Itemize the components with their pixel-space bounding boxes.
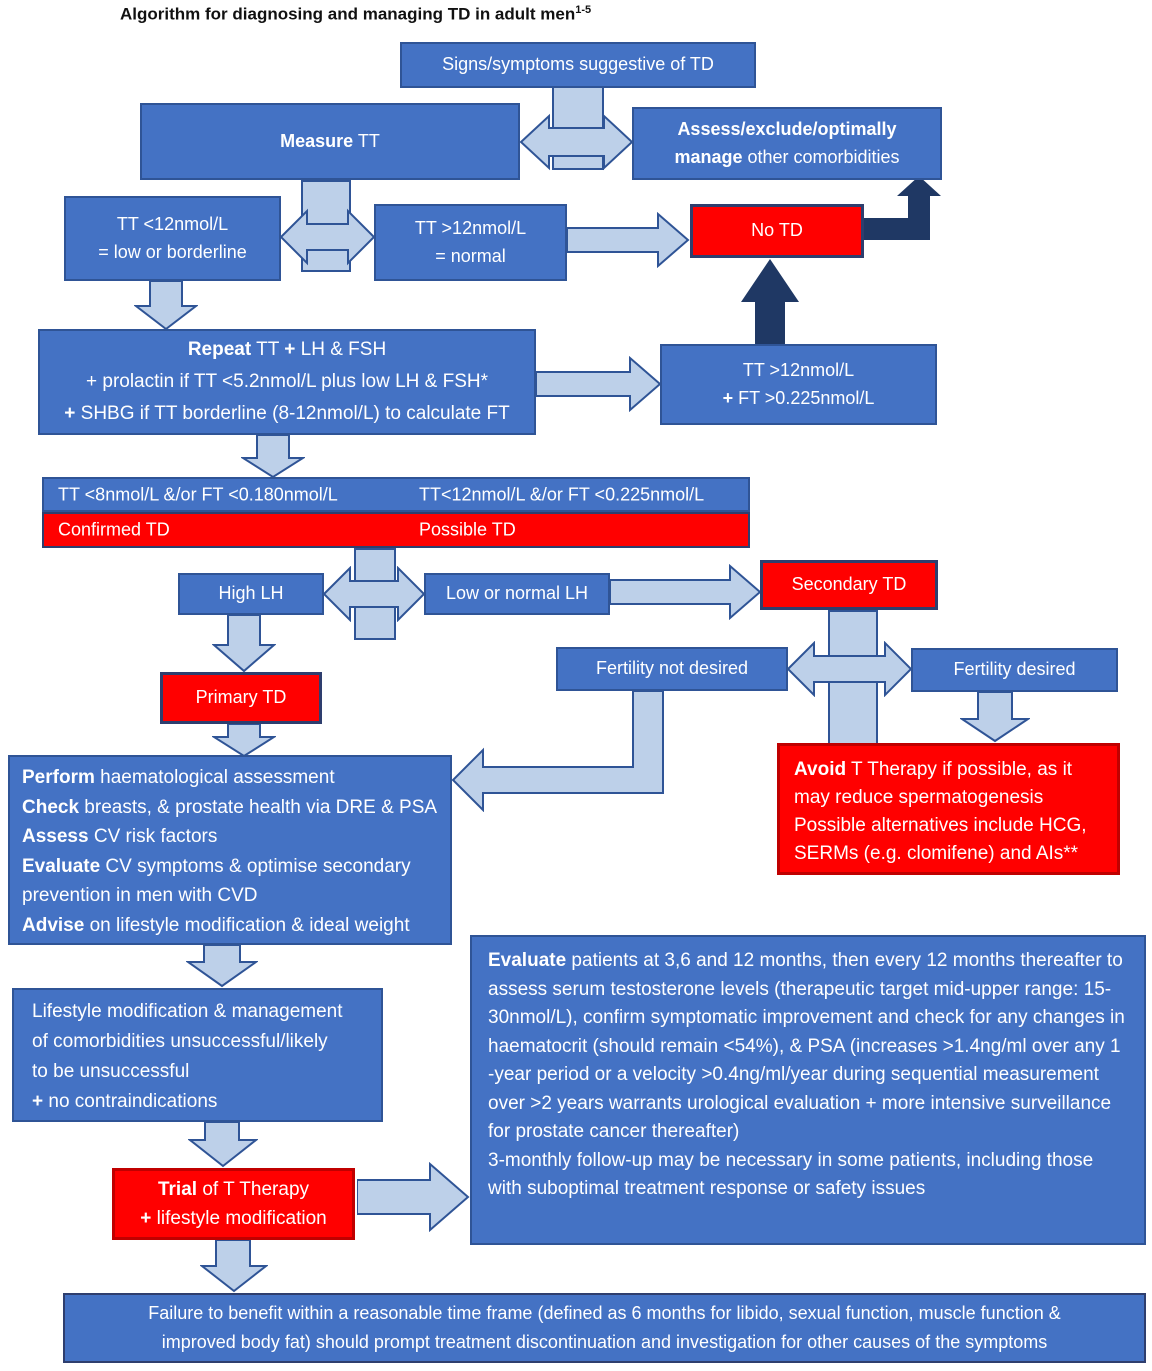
- node-perform-assessment: Perform haematological assessment Check …: [8, 755, 452, 945]
- node-evaluate-paragraph2: 3-monthly follow-up may be necessary in …: [488, 1149, 1094, 1200]
- arrow-trial-evaluate: [357, 1162, 470, 1232]
- node-repeat-tests: Repeat TT + LH & FSH + prolactin if TT <…: [38, 329, 536, 435]
- band-criteria-labels: Confirmed TD Possible TD: [42, 512, 750, 548]
- criteria-confirmed-threshold: TT <8nmol/L &/or FT <0.180nmol/L: [58, 484, 338, 504]
- node-perform-line1: Perform haematological assessment: [22, 767, 335, 788]
- arrow-ttft-notd: [741, 259, 799, 345]
- node-tt-normal-line1: TT >12nmol/L: [414, 217, 527, 238]
- node-trial-line1: Trial of T Therapy: [157, 1179, 310, 1200]
- node-fertility-not-desired-label: Fertility not desired: [595, 658, 749, 679]
- double-arrow-fertility: [786, 641, 913, 697]
- page-title-text: Algorithm for diagnosing and managing TD…: [120, 4, 576, 24]
- double-arrow-ttlow-ttnormal: [279, 208, 376, 266]
- node-perform-line2: Check breasts, & prostate health via DRE…: [22, 796, 438, 818]
- node-failure-line2: improved body fat) should prompt treatme…: [161, 1332, 1048, 1352]
- node-secondary-td: Secondary TD: [760, 560, 938, 610]
- arrow-highlh-primary: [212, 615, 276, 673]
- node-evaluate-paragraph1: Evaluate patients at 3,6 and 12 months, …: [488, 950, 1125, 1142]
- arrow-primary-perform: [212, 724, 276, 758]
- arrow-ttnormal-notd: [567, 212, 690, 268]
- node-repeat-line3: + SHBG if TT borderline (8-12nmol/L) to …: [64, 403, 510, 425]
- node-trial-t-therapy: Trial of T Therapy + lifestyle modificat…: [112, 1168, 355, 1240]
- arrow-ttlow-repeat: [134, 281, 198, 331]
- node-signs-label: Signs/symptoms suggestive of TD: [442, 54, 714, 75]
- node-lifestyle-line4: + no contraindications: [32, 1091, 218, 1112]
- node-signs: Signs/symptoms suggestive of TD: [400, 42, 756, 88]
- node-avoid-line2: may reduce spermatogenesis: [794, 787, 1044, 808]
- node-high-lh-label: High LH: [218, 583, 284, 604]
- arrow-lowlh-secondary: [610, 564, 762, 620]
- criteria-confirmed-label: Confirmed TD: [58, 519, 170, 540]
- arrow-trial-failure: [200, 1240, 268, 1293]
- node-low-normal-lh: Low or normal LH: [424, 573, 610, 615]
- node-measure-tt: Measure TT: [140, 103, 520, 180]
- node-secondary-td-label: Secondary TD: [791, 574, 907, 595]
- node-tt-ft-line2: + FT >0.225nmol/L: [722, 387, 875, 408]
- node-repeat-line1: Repeat TT + LH & FSH: [187, 338, 387, 360]
- node-lifestyle-unsuccessful: Lifestyle modification & management of c…: [12, 988, 383, 1122]
- node-low-normal-lh-label: Low or normal LH: [445, 583, 589, 604]
- node-fertility-desired-label: Fertility desired: [953, 659, 1076, 680]
- node-tt-low-line1: TT <12nmol/L: [116, 213, 229, 234]
- node-assess-comorbidities-label: Assess/exclude/optimally manage other co…: [674, 118, 900, 167]
- page-title: Algorithm for diagnosing and managing TD…: [120, 4, 591, 25]
- node-tt-ft-normal: TT >12nmol/L + FT >0.225nmol/L: [660, 344, 937, 425]
- node-measure-tt-label: Measure TT: [280, 130, 380, 151]
- node-evaluate-followup: Evaluate patients at 3,6 and 12 months, …: [470, 935, 1146, 1245]
- arrow-repeat-criteria: [241, 435, 305, 479]
- page-title-superscript: 1-5: [575, 4, 592, 16]
- node-failure-line1: Failure to benefit within a reasonable t…: [148, 1303, 1061, 1323]
- node-perform-line5: Advise on lifestyle modification & ideal…: [22, 914, 410, 936]
- elbow-arrow-notd-assess: [864, 176, 941, 240]
- arrow-fertilitydesired-avoid: [960, 692, 1030, 743]
- node-tt-normal: TT >12nmol/L = normal: [374, 204, 567, 281]
- double-arrow-highlh-lowlh: [322, 566, 426, 622]
- node-assess-comorbidities: Assess/exclude/optimally manage other co…: [632, 107, 942, 180]
- node-repeat-line2: + prolactin if TT <5.2nmol/L plus low LH…: [86, 370, 488, 392]
- node-high-lh: High LH: [178, 573, 324, 615]
- node-avoid-line4: SERMs (e.g. clomifene) and AIs**: [794, 843, 1079, 864]
- node-failure-to-benefit: Failure to benefit within a reasonable t…: [63, 1293, 1146, 1363]
- node-lifestyle-line3: to be unsuccessful: [32, 1061, 190, 1082]
- node-tt-low-line2: = low or borderline: [98, 241, 247, 262]
- criteria-possible-threshold: TT<12nmol/L &/or FT <0.225nmol/L: [419, 484, 705, 504]
- node-avoid-t-therapy: Avoid T Therapy if possible, as it may r…: [777, 743, 1120, 875]
- node-tt-low: TT <12nmol/L = low or borderline: [64, 196, 281, 281]
- node-perform-line3: Assess CV risk factors: [22, 826, 218, 847]
- arrow-lifestyle-trial: [188, 1122, 258, 1168]
- criteria-possible-label: Possible TD: [419, 519, 516, 540]
- node-no-td: No TD: [690, 204, 864, 258]
- arrow-repeat-ttft: [536, 356, 662, 412]
- node-tt-ft-line1: TT >12nmol/L: [742, 359, 855, 380]
- node-lifestyle-line1: Lifestyle modification & management: [32, 1001, 343, 1022]
- node-fertility-not-desired: Fertility not desired: [556, 647, 788, 691]
- node-primary-td: Primary TD: [160, 672, 322, 724]
- node-avoid-line3: Possible alternatives include HCG,: [794, 815, 1087, 836]
- band-criteria-thresholds: TT <8nmol/L &/or FT <0.180nmol/L TT<12nm…: [42, 477, 750, 512]
- node-perform-line4: Evaluate CV symptoms & optimise secondar…: [22, 855, 411, 907]
- double-arrow-measure-assess: [519, 113, 634, 171]
- node-primary-td-label: Primary TD: [195, 687, 287, 708]
- elbow-arrow-fertilitynot-perform: [451, 690, 664, 812]
- node-avoid-line1: Avoid T Therapy if possible, as it: [794, 759, 1073, 780]
- arrow-perform-lifestyle: [186, 945, 258, 988]
- node-tt-normal-line2: = normal: [435, 245, 506, 266]
- node-fertility-desired: Fertility desired: [911, 648, 1118, 692]
- node-lifestyle-line2: of comorbidities unsuccessful/likely: [32, 1031, 328, 1052]
- node-trial-line2: + lifestyle modification: [140, 1208, 327, 1229]
- node-no-td-label: No TD: [751, 220, 803, 241]
